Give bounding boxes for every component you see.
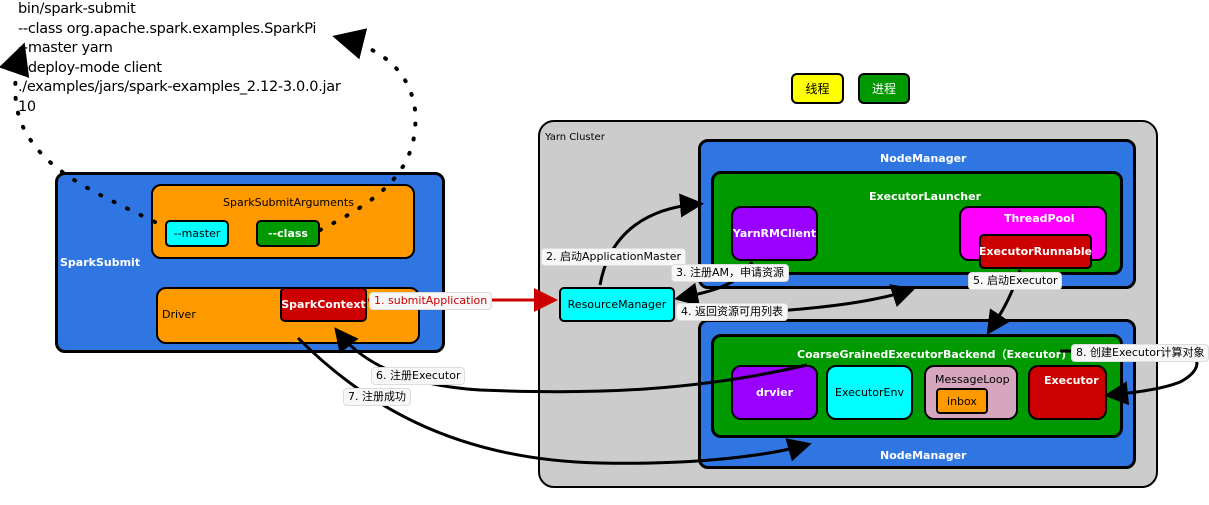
yarn-rm-client: YarnRMClient	[731, 206, 818, 261]
inbox: inbox	[936, 388, 988, 414]
executor-runnable: ExecutorRunnable	[979, 234, 1092, 269]
command-line: --master yarn	[18, 40, 113, 56]
executor-env: ExecutorEnv	[826, 365, 913, 420]
class-arg: --class	[256, 220, 320, 247]
executor-label: Executor	[1044, 374, 1099, 387]
executor-launcher-label: ExecutorLauncher	[869, 190, 981, 203]
drvier-label: drvier	[755, 386, 794, 399]
drvier-box: drvier	[731, 365, 818, 420]
step-8-label: 8. 创建Executor计算对象	[1071, 344, 1209, 362]
step-6-label: 6. 注册Executor	[371, 367, 466, 385]
step-5-label: 5. 启动Executor	[968, 272, 1063, 290]
yarn-cluster-label: Yarn Cluster	[545, 132, 605, 143]
spark-context-label: SparkContext	[281, 298, 366, 311]
master-arg-label: --master	[173, 227, 221, 240]
inbox-label: inbox	[947, 394, 977, 408]
command-line: bin/spark-submit	[18, 1, 136, 17]
executor-env-label: ExecutorEnv	[835, 386, 904, 399]
node-manager-bottom-label: NodeManager	[880, 449, 967, 462]
driver-label: Driver	[162, 308, 196, 321]
command-line: --class org.apache.spark.examples.SparkP…	[18, 20, 317, 37]
resource-manager: ResourceManager	[559, 287, 675, 322]
step-3-label: 3. 注册AM，申请资源	[671, 264, 790, 282]
step-1-label: 1. submitApplication	[369, 292, 493, 310]
backend-label: CoarseGrainedExecutorBackend（Executor)	[797, 348, 1067, 361]
message-loop-label: MessageLoop	[935, 373, 1010, 386]
step-2-label: 2. 启动ApplicationMaster	[541, 248, 687, 266]
spark-submit-command: bin/spark-submit --class org.apache.spar…	[18, 0, 341, 117]
legend-thread-label: 线程	[805, 82, 830, 96]
yarn-rm-client-label: YarnRMClient	[732, 227, 817, 240]
spark-submit-arguments-label: SparkSubmitArguments	[223, 196, 354, 209]
legend-process: 进程	[858, 73, 910, 104]
legend-thread: 线程	[791, 73, 844, 104]
resource-manager-label: ResourceManager	[567, 298, 667, 311]
legend-process-label: 进程	[871, 82, 896, 96]
step-7-label: 7. 注册成功	[343, 388, 411, 406]
class-arg-label: --class	[268, 227, 308, 240]
step-4-label: 4. 返回资源可用列表	[676, 303, 788, 321]
command-line: --deploy-mode client	[18, 59, 162, 76]
executor-runnable-label: ExecutorRunnable	[978, 245, 1093, 258]
spark-submit-label: SparkSubmit	[60, 256, 141, 269]
command-line: 10	[18, 98, 36, 115]
thread-pool-label: ThreadPool	[1004, 212, 1075, 225]
node-manager-top-label: NodeManager	[880, 152, 967, 165]
master-arg: --master	[165, 220, 229, 247]
spark-context: SparkContext	[280, 287, 367, 322]
command-line: ./examples/jars/spark-examples_2.12-3.0.…	[18, 79, 341, 95]
